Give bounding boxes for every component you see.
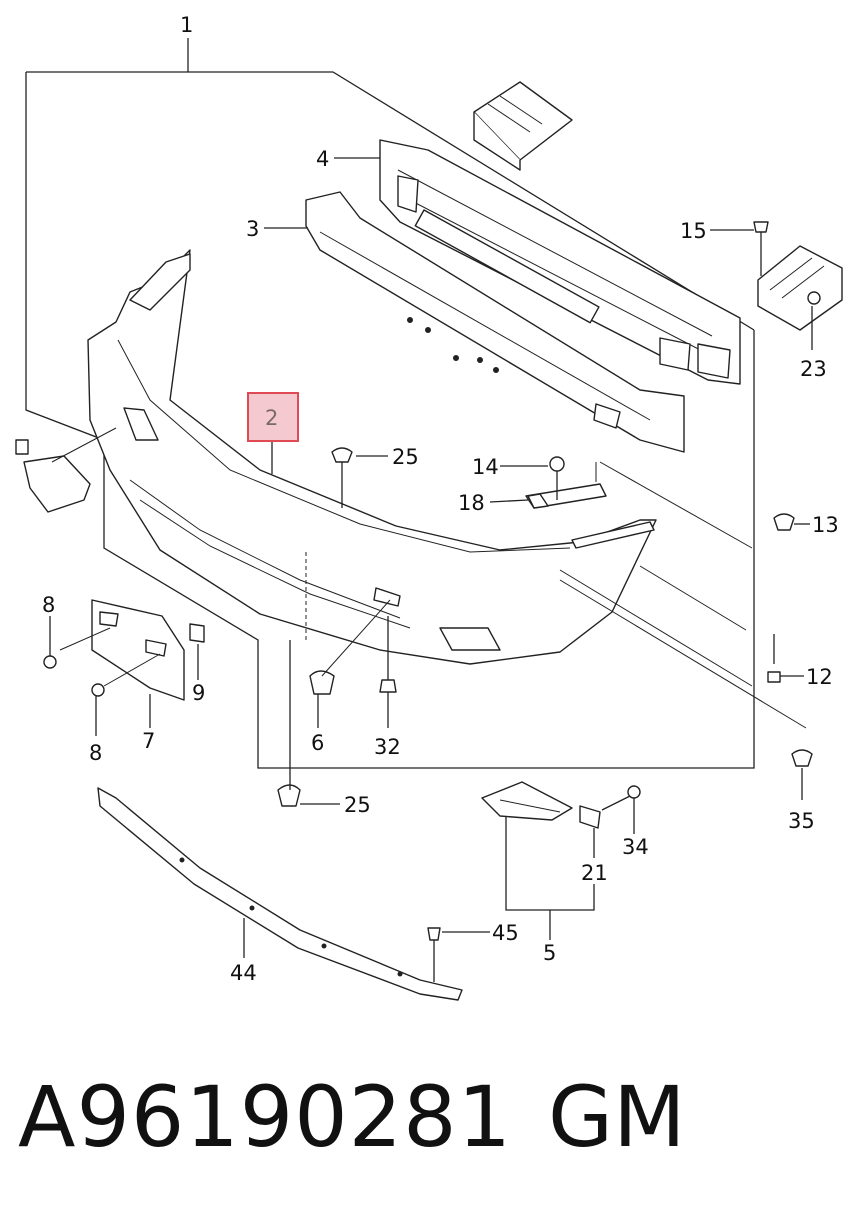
license-plate-bracket (59, 599, 205, 728)
callout-labels: 1 2 3 4 5 6 7 8 8 9 12 13 14 15 18 21 23… (42, 13, 839, 985)
energy-absorber (305, 191, 685, 453)
reinforcement-beam (379, 139, 741, 385)
frame-rail-right (757, 245, 843, 331)
callout-12: 12 (806, 665, 833, 689)
callout-5: 5 (543, 941, 556, 965)
callout-35: 35 (788, 809, 815, 833)
fog-lamp (481, 781, 601, 940)
highlight-box-part-2 (247, 392, 299, 442)
parts-diagram: 1 2 3 4 5 6 7 8 8 9 12 13 14 15 18 21 23… (15, 13, 843, 1001)
callout-6: 6 (311, 731, 324, 755)
callout-7: 7 (142, 729, 155, 753)
callout-2: 2 (265, 406, 278, 430)
callout-25-top: 25 (392, 445, 419, 469)
callout-23: 23 (800, 357, 827, 381)
callout-32: 32 (374, 735, 401, 759)
brand-name: GM (548, 1068, 686, 1166)
callout-14: 14 (472, 455, 499, 479)
callout-44: 44 (230, 961, 257, 985)
callout-18: 18 (458, 491, 485, 515)
leader-lines (49, 157, 813, 933)
callout-8-bottom: 8 (89, 741, 102, 765)
lower-strip (97, 787, 463, 1001)
callout-34: 34 (622, 835, 649, 859)
callout-8-top: 8 (42, 593, 55, 617)
part-number: A96190281 (18, 1068, 513, 1166)
callout-13: 13 (812, 513, 839, 537)
fasteners (43, 221, 821, 982)
frame-rail-top (473, 81, 573, 171)
callout-15: 15 (680, 219, 707, 243)
callout-25-bottom: 25 (344, 793, 371, 817)
callout-1: 1 (180, 13, 193, 37)
callout-3: 3 (246, 217, 259, 241)
callout-45: 45 (492, 921, 519, 945)
callout-9: 9 (192, 681, 205, 705)
callout-4: 4 (316, 147, 329, 171)
assembly-1-outline (25, 38, 755, 769)
left-side-bracket (15, 427, 117, 513)
callout-21: 21 (581, 861, 608, 885)
